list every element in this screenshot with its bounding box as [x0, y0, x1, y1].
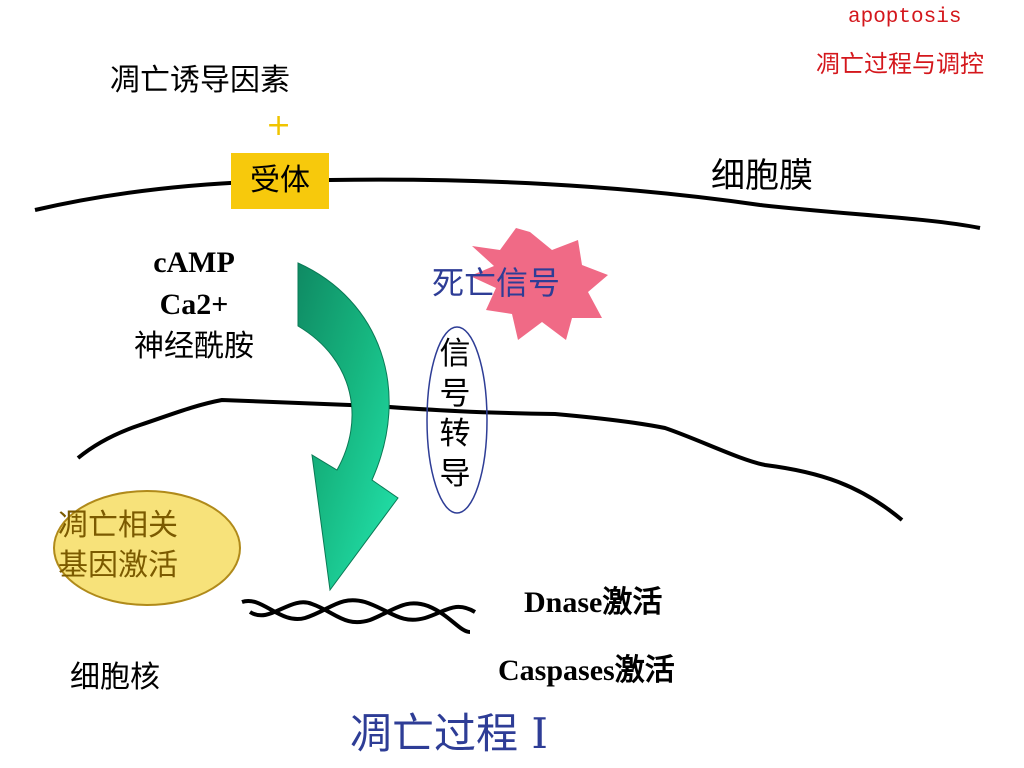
calcium-label: Ca2+	[159, 288, 229, 321]
death-signal-label: 死亡信号	[432, 264, 561, 302]
cell-membrane-line	[34, 177, 981, 230]
gene-activation-line2: 基因激活	[58, 548, 178, 583]
gene-activation-ellipse	[53, 490, 241, 606]
ceramide-label: 神经酰胺	[134, 329, 254, 364]
caspases-label: Caspases激活	[498, 654, 675, 687]
second-messenger-list: cAMP Ca2+ 神经酰胺	[112, 242, 276, 368]
inducer-label: 凋亡诱导因素	[110, 63, 290, 98]
nucleus-label: 细胞核	[70, 660, 160, 695]
starburst-icon	[470, 228, 608, 340]
curved-arrow	[297, 262, 399, 592]
cell-membrane-label: 细胞膜	[711, 156, 813, 196]
apoptosis-chinese-title: 凋亡过程与调控	[816, 50, 984, 78]
signal-transduction-label: 信号转导	[439, 336, 471, 492]
dnase-label: Dnase激活	[524, 586, 663, 619]
plus-sign: +	[266, 108, 292, 143]
receptor-box: 受体	[231, 153, 329, 209]
gene-activation-line1: 凋亡相关	[58, 508, 178, 543]
transduction-ellipse	[426, 326, 488, 514]
apoptosis-english-label: apoptosis	[848, 6, 962, 29]
dna-strand-1	[241, 598, 477, 622]
camp-label: cAMP	[153, 246, 235, 279]
slide-title: 凋亡过程 I	[350, 709, 548, 758]
nuclear-membrane-line	[76, 397, 904, 522]
dna-strand-2	[248, 600, 471, 634]
gene-activation-label: 凋亡相关 基因激活	[58, 506, 178, 586]
